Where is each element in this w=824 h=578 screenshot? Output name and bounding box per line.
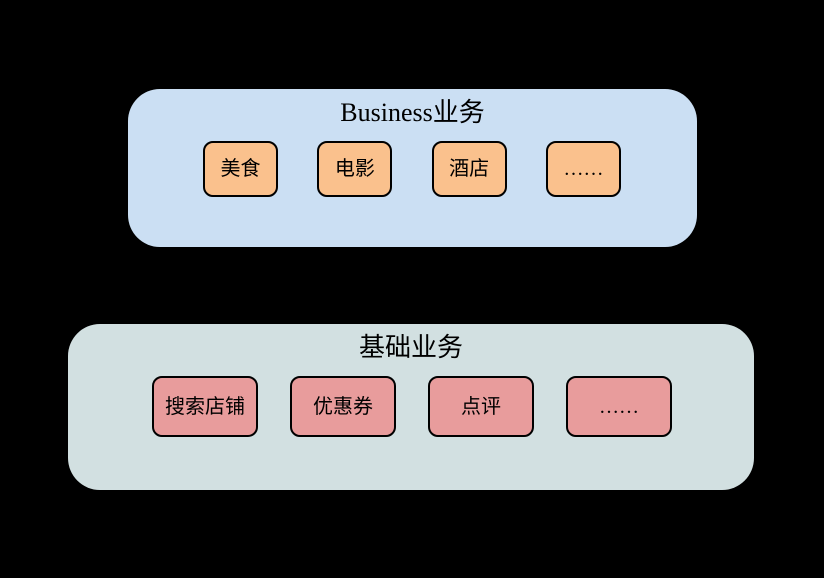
node-more-base-label: …… (599, 395, 639, 418)
node-food-label: 美食 (220, 158, 261, 180)
node-search-shop-label: 搜索店铺 (165, 395, 245, 418)
node-coupon-label: 优惠券 (313, 395, 373, 418)
base-panel-title: 基础业务 (358, 333, 463, 362)
node-review: 点评 (428, 376, 534, 437)
base-panel: 基础业务 搜索店铺 优惠券 点评 …… (68, 324, 754, 490)
node-more-base: …… (566, 376, 672, 437)
node-movie-label: 电影 (334, 158, 375, 180)
node-coupon: 优惠券 (290, 376, 396, 437)
business-panel: Business业务 美食 电影 酒店 …… (128, 89, 697, 247)
node-search-shop: 搜索店铺 (152, 376, 258, 437)
base-node-row: 搜索店铺 优惠券 点评 …… (152, 376, 672, 437)
node-movie: 电影 (317, 141, 393, 197)
business-panel-title: Business业务 (340, 98, 485, 127)
node-hotel-label: 酒店 (449, 158, 490, 180)
business-node-row: 美食 电影 酒店 …… (203, 141, 621, 197)
node-more-business-label: …… (563, 158, 604, 180)
node-food: 美食 (203, 141, 278, 197)
node-more-business: …… (545, 141, 621, 197)
node-hotel: 酒店 (431, 141, 507, 197)
node-review-label: 点评 (461, 395, 501, 418)
